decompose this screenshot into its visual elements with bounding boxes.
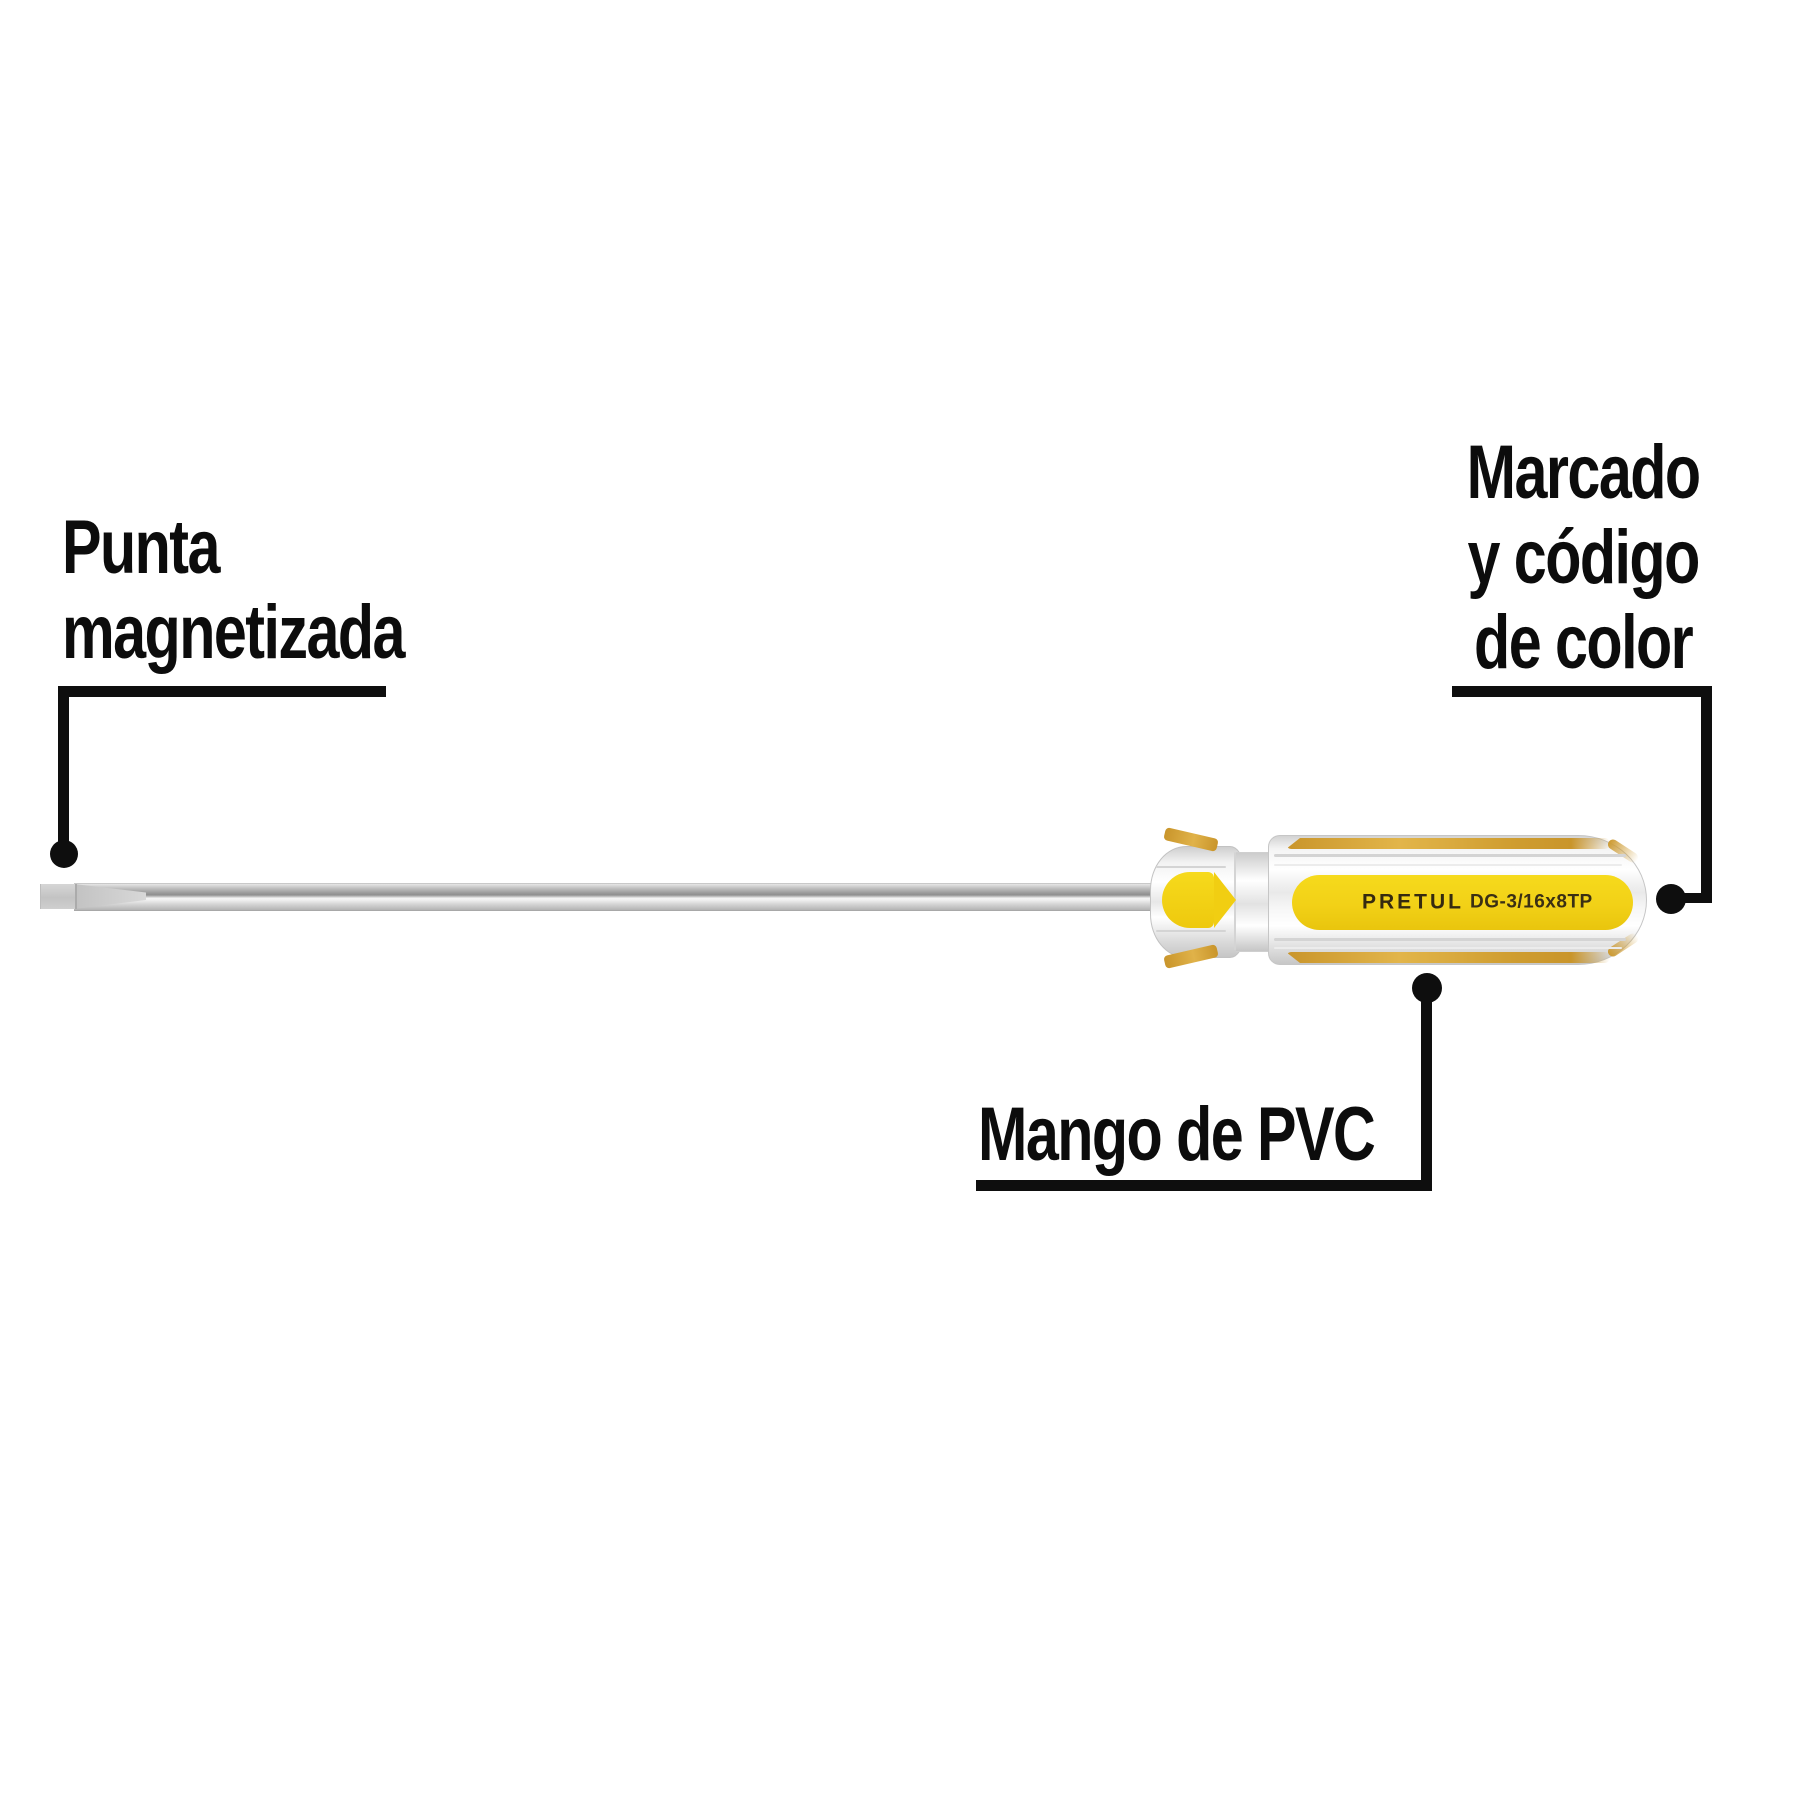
marking-callout-dot [1656, 884, 1686, 914]
marking-leader-stub [1680, 893, 1712, 903]
body-ridge [1274, 938, 1626, 941]
brand-name: PRETUL [1362, 890, 1464, 914]
tip-callout-dot [50, 840, 78, 868]
handle-leader-horizontal [976, 1180, 1432, 1191]
collar-ridge [1156, 866, 1226, 868]
tip-leader-horizontal [58, 686, 386, 697]
body-ridge [1274, 947, 1622, 949]
screwdriver-shaft [74, 883, 1160, 911]
handle-gold-stripe-top [1286, 838, 1610, 849]
handle-gold-stripe-bottom [1286, 952, 1610, 963]
marking-annotation-line2: y código [1467, 515, 1701, 600]
marking-leader-horizontal [1452, 686, 1712, 697]
handle-callout-dot [1412, 973, 1442, 1003]
handle-yellow-inlay [1162, 872, 1214, 928]
body-ridge [1274, 864, 1622, 866]
model-code: DG-3/16x8TP [1470, 891, 1593, 913]
tip-annotation-line1: Punta [62, 505, 220, 590]
marking-leader-vertical [1701, 686, 1712, 903]
marking-annotation-label: Marcado y código de color [1467, 430, 1701, 685]
marking-annotation-line3: de color [1474, 600, 1695, 685]
handle-yellow-inlay-point [1214, 872, 1236, 928]
marking-annotation-line1: Marcado [1467, 430, 1701, 515]
tip-leader-vertical [58, 686, 69, 846]
tip-annotation-line2: magnetizada [62, 590, 405, 675]
screwdriver-flat-tip [40, 884, 77, 909]
collar-ridge [1156, 930, 1226, 932]
handle-annotation-line1: Mango de PVC [978, 1092, 1376, 1177]
tip-annotation-label: Punta magnetizada [62, 505, 405, 675]
handle-annotation-label: Mango de PVC [978, 1092, 1376, 1177]
handle-leader-vertical [1421, 1000, 1432, 1191]
body-ridge [1274, 854, 1626, 857]
screwdriver-handle: PRETUL DG-3/16x8TP [1148, 827, 1648, 969]
brand-label-plate: PRETUL DG-3/16x8TP [1292, 875, 1633, 930]
